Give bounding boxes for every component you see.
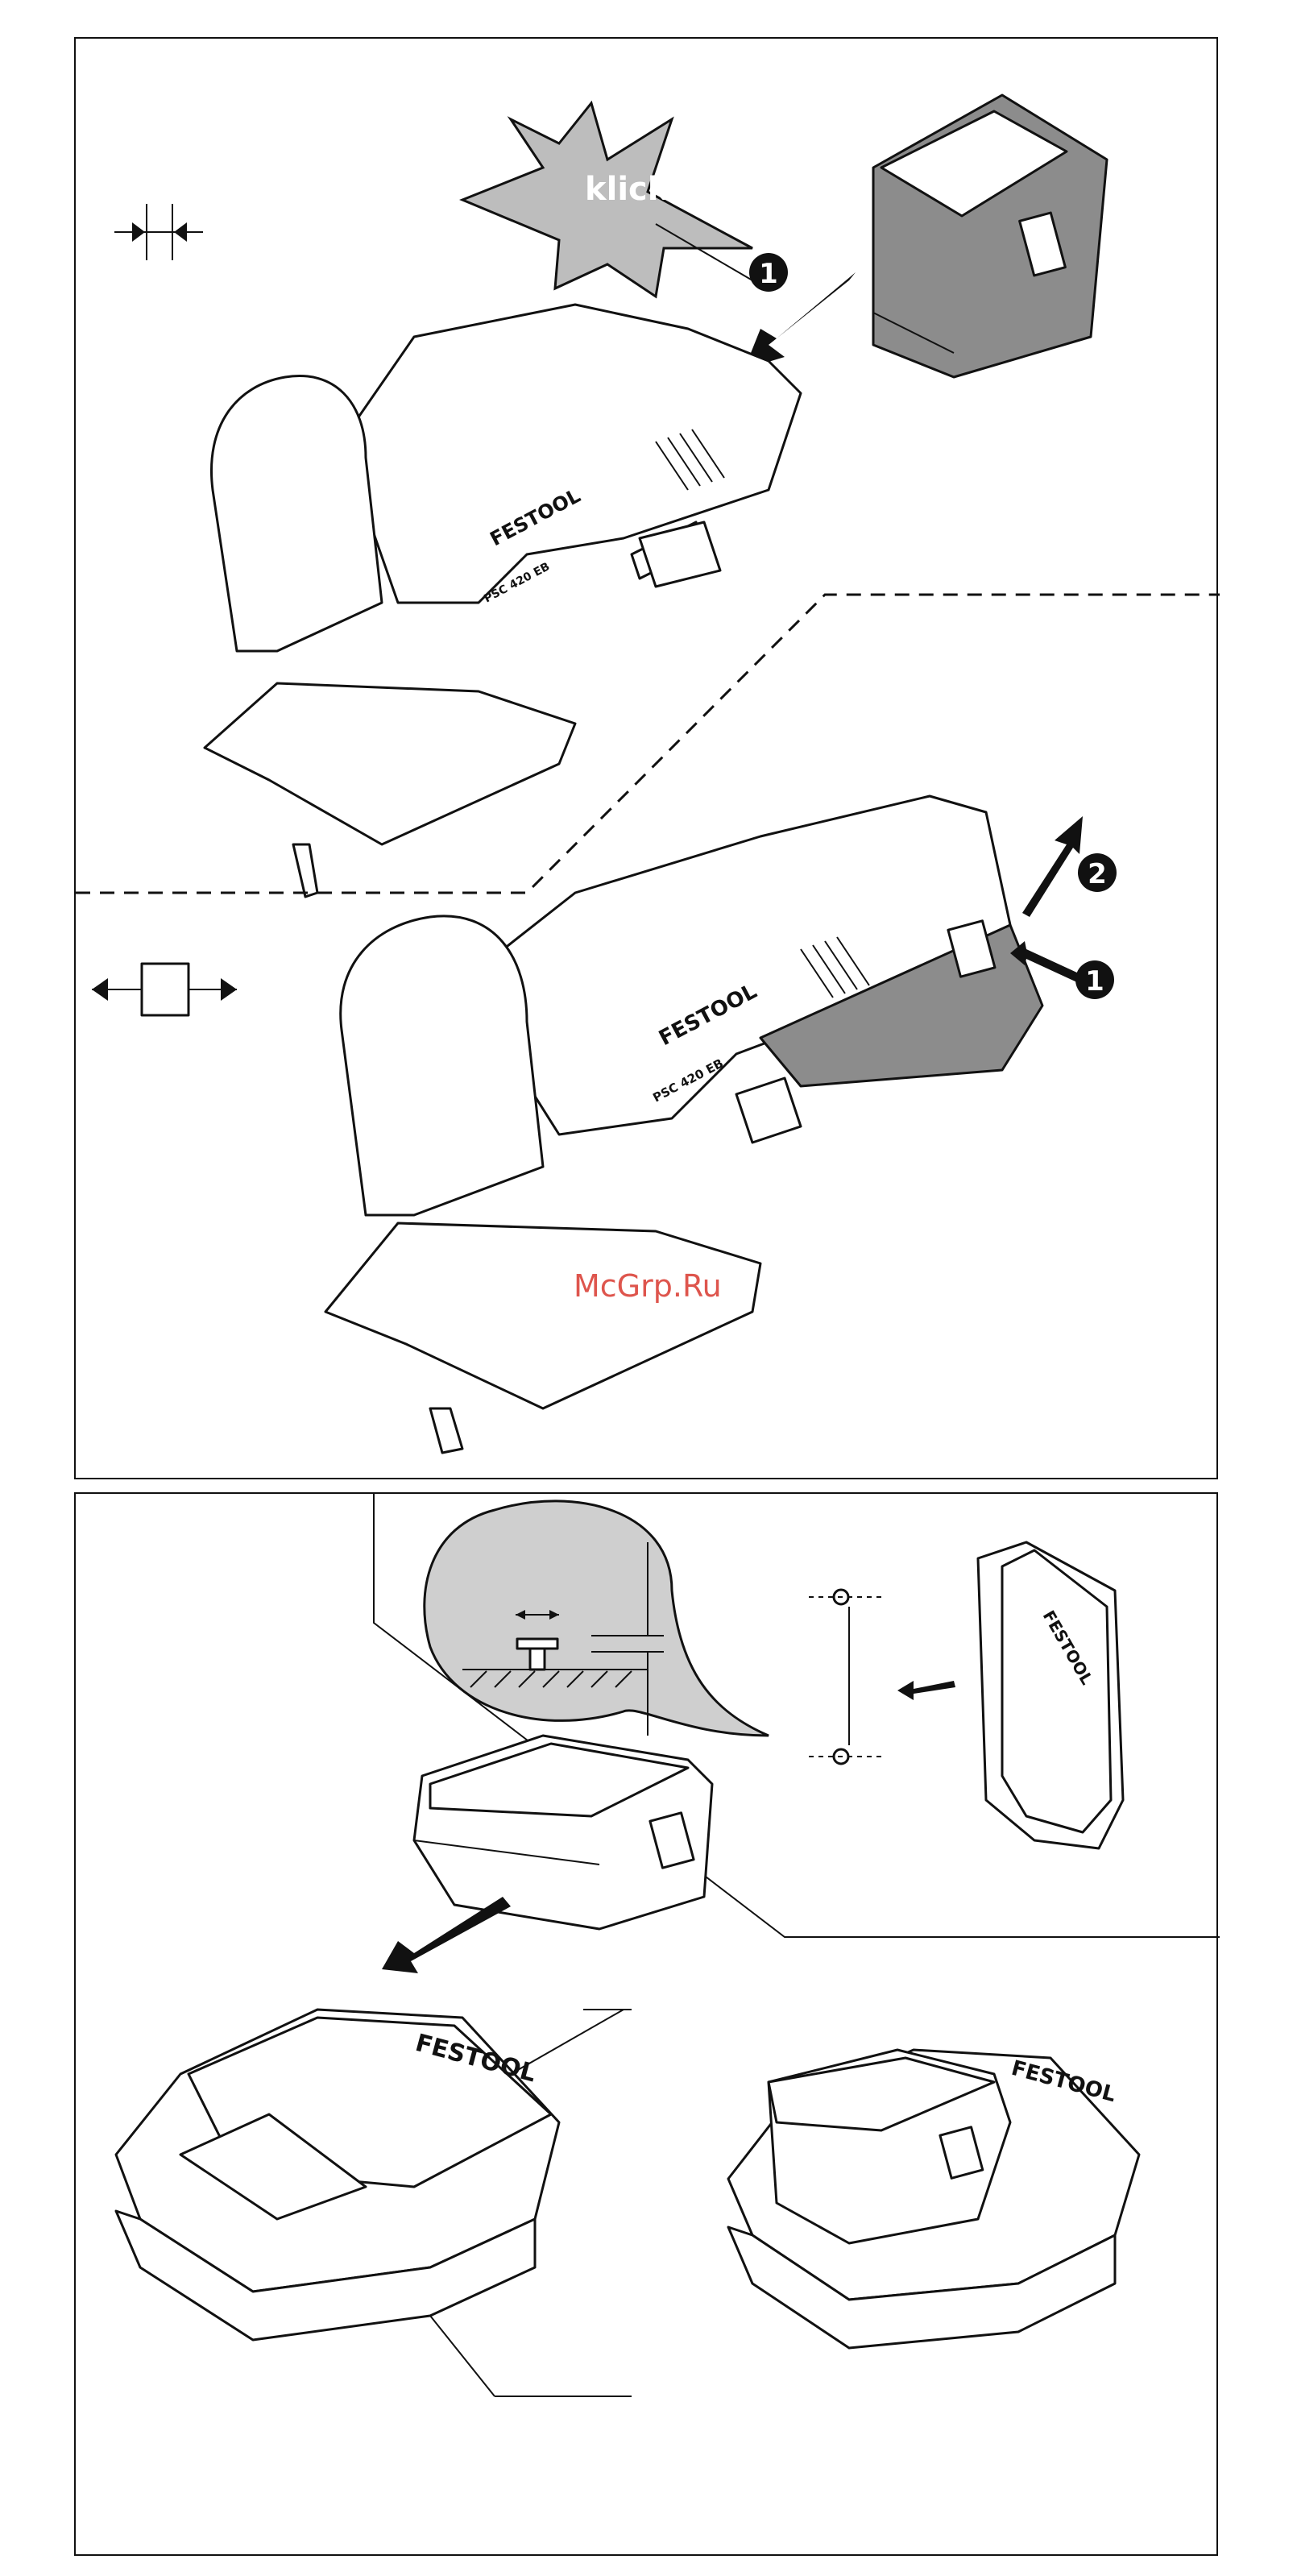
battery-pack-top — [873, 95, 1107, 377]
charge-insert-arrow — [382, 1897, 511, 1973]
panel-charger-mounting: FESTOOL FESTOOL FESTOOL — [74, 1492, 1218, 2556]
watermark-text: McGrp.Ru — [574, 1268, 722, 1304]
mounting-hole-spacing — [809, 1590, 881, 1764]
svg-text:1: 1 — [1085, 965, 1104, 998]
charger-right-with-battery: FESTOOL — [728, 2050, 1139, 2348]
klick-text: klick — [585, 171, 670, 208]
remove-arrows-icon — [92, 964, 237, 1015]
svg-text:1: 1 — [759, 258, 778, 290]
svg-text:2: 2 — [1088, 858, 1107, 890]
step-badge-2: 2 — [1078, 853, 1117, 892]
klick-callout: klick — [462, 103, 752, 297]
jigsaw-bottom: FESTOOL PSC 420 EB — [325, 796, 1042, 1453]
charger-illustration: FESTOOL FESTOOL FESTOOL — [76, 1494, 1220, 2557]
screw-detail-bubble — [425, 1501, 769, 1736]
step-badge-1-top: 1 — [749, 253, 788, 292]
mount-arrow — [897, 1681, 955, 1700]
battery-pack-lower — [414, 1736, 712, 1929]
leader-line-top — [511, 2010, 624, 2074]
jigsaw-illustration: klick 1 FESTOOL PSC 420 EB — [76, 39, 1220, 1481]
remove-arrow — [1022, 816, 1083, 917]
insert-arrows-icon — [114, 204, 203, 260]
charger-wall-view: FESTOOL — [978, 1542, 1123, 1848]
jigsaw-top: FESTOOL PSC 420 EB — [205, 305, 801, 897]
panel-battery-insert-remove: klick 1 FESTOOL PSC 420 EB — [74, 37, 1218, 1479]
leader-line-bottom — [430, 2316, 495, 2396]
step-badge-1-bottom: 1 — [1075, 960, 1114, 999]
charger-left: FESTOOL — [116, 2010, 559, 2340]
